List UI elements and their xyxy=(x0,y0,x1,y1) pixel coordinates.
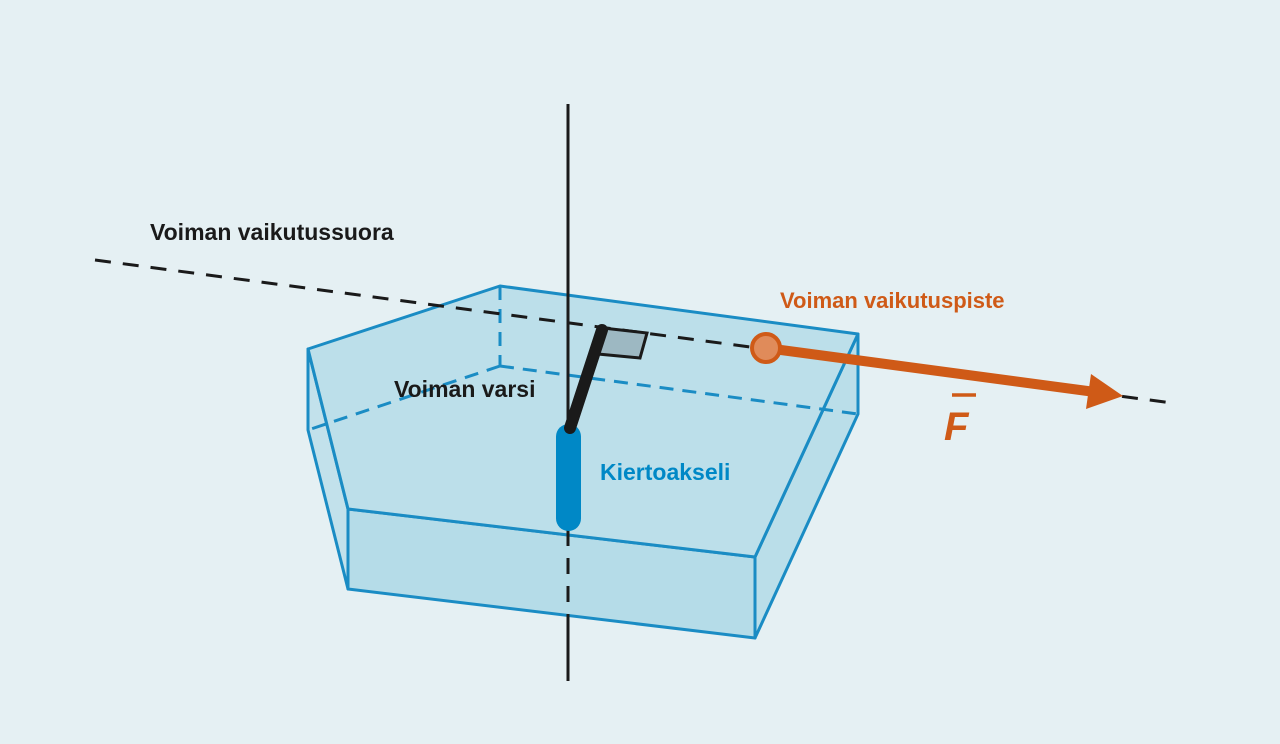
point-of-application-dot xyxy=(750,332,782,364)
label-force: F xyxy=(944,405,970,449)
prism-top-face xyxy=(306,284,860,559)
rotation-axis-marker xyxy=(556,424,581,531)
hidden-edges xyxy=(307,286,859,432)
label-lever-arm: Voiman varsi xyxy=(394,376,535,402)
lever-arm xyxy=(564,324,608,434)
label-rotation-axis: Kiertoakseli xyxy=(600,459,730,485)
force-arrow-head xyxy=(1086,374,1123,409)
force-arrow-shaft xyxy=(765,343,1096,397)
label-point-of-application: Voiman vaikutuspiste xyxy=(780,288,1005,313)
label-line-of-action: Voiman vaikutussuora xyxy=(150,219,394,245)
